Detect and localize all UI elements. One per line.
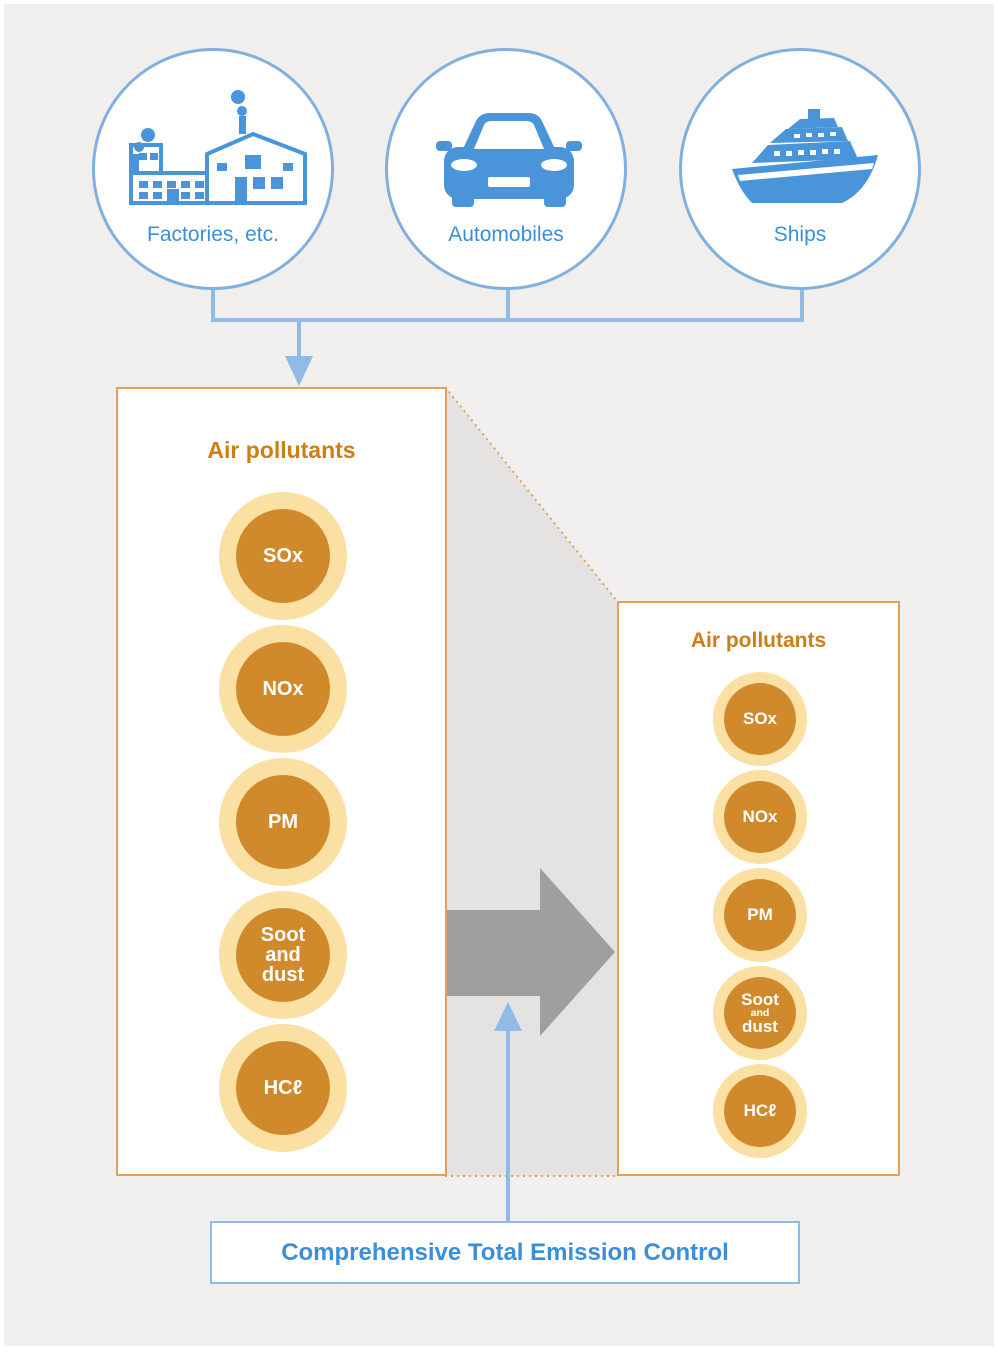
pollutant-circle: HCℓ	[724, 1075, 796, 1147]
pollutant-circle: HCℓ	[236, 1041, 330, 1135]
pollutant-label: SOx	[742, 709, 778, 728]
pollutant-label: Soot	[741, 989, 779, 1009]
pollutant-label: PM	[747, 905, 773, 924]
connector-layer	[211, 290, 804, 1221]
reduction-funnel	[445, 387, 617, 1176]
pollutant-circle: SOx	[724, 683, 796, 755]
pollutant-label: and	[265, 944, 301, 966]
source-arrow-head	[285, 356, 313, 386]
pollutant-label: Soot	[260, 924, 306, 946]
pollutant-label: NOx	[262, 677, 304, 700]
pollutant-label: NOx	[742, 807, 778, 826]
pollutant-circle: NOx	[236, 642, 330, 736]
factory-icon	[129, 90, 307, 205]
pollutant-item: HCℓ	[713, 1064, 807, 1158]
panel-title: Air pollutants	[207, 437, 356, 463]
ship-icon	[732, 109, 878, 203]
pollutant-label: HCℓ	[263, 1076, 303, 1099]
pollutant-label: and	[750, 1006, 770, 1019]
source-label: Automobiles	[448, 223, 564, 246]
pollutant-item: PM	[219, 758, 347, 886]
source-connector	[211, 290, 804, 358]
pollutant-item: HCℓ	[219, 1024, 347, 1152]
reduction-arrow	[447, 868, 615, 1036]
pollutant-item: NOx	[219, 625, 347, 753]
source-factories: Factories, etc.	[92, 48, 334, 290]
pollutant-circle: SOx	[236, 509, 330, 603]
pollutant-label: dust	[742, 1017, 778, 1037]
pollutant-label: SOx	[262, 544, 304, 567]
control-label: Comprehensive Total Emission Control	[281, 1238, 729, 1266]
pollutant-item: NOx	[713, 770, 807, 864]
pollutant-item: SOx	[713, 672, 807, 766]
pollutant-circle: NOx	[724, 781, 796, 853]
total-emission-control-box: Comprehensive Total Emission Control	[210, 1221, 800, 1284]
control-arrow-head	[494, 1002, 522, 1031]
diagram-canvas: Factories, etc. Automobiles	[4, 4, 994, 1346]
car-icon	[436, 113, 582, 207]
panel-title: Air pollutants	[690, 629, 827, 652]
pollutant-item: SOx	[219, 492, 347, 620]
pollutant-label: PM	[268, 810, 298, 833]
source-automobiles: Automobiles	[385, 48, 627, 290]
funnel-top-edge	[444, 386, 618, 602]
source-ships: Ships	[679, 48, 921, 290]
source-label: Factories, etc.	[147, 223, 279, 246]
pollutant-item: PM	[713, 868, 807, 962]
source-label: Ships	[773, 223, 827, 246]
pollutant-label: HCℓ	[743, 1101, 777, 1120]
pollutant-label: dust	[261, 964, 305, 986]
pollutant-circle: PM	[724, 879, 796, 951]
pollutant-circle: PM	[236, 775, 330, 869]
